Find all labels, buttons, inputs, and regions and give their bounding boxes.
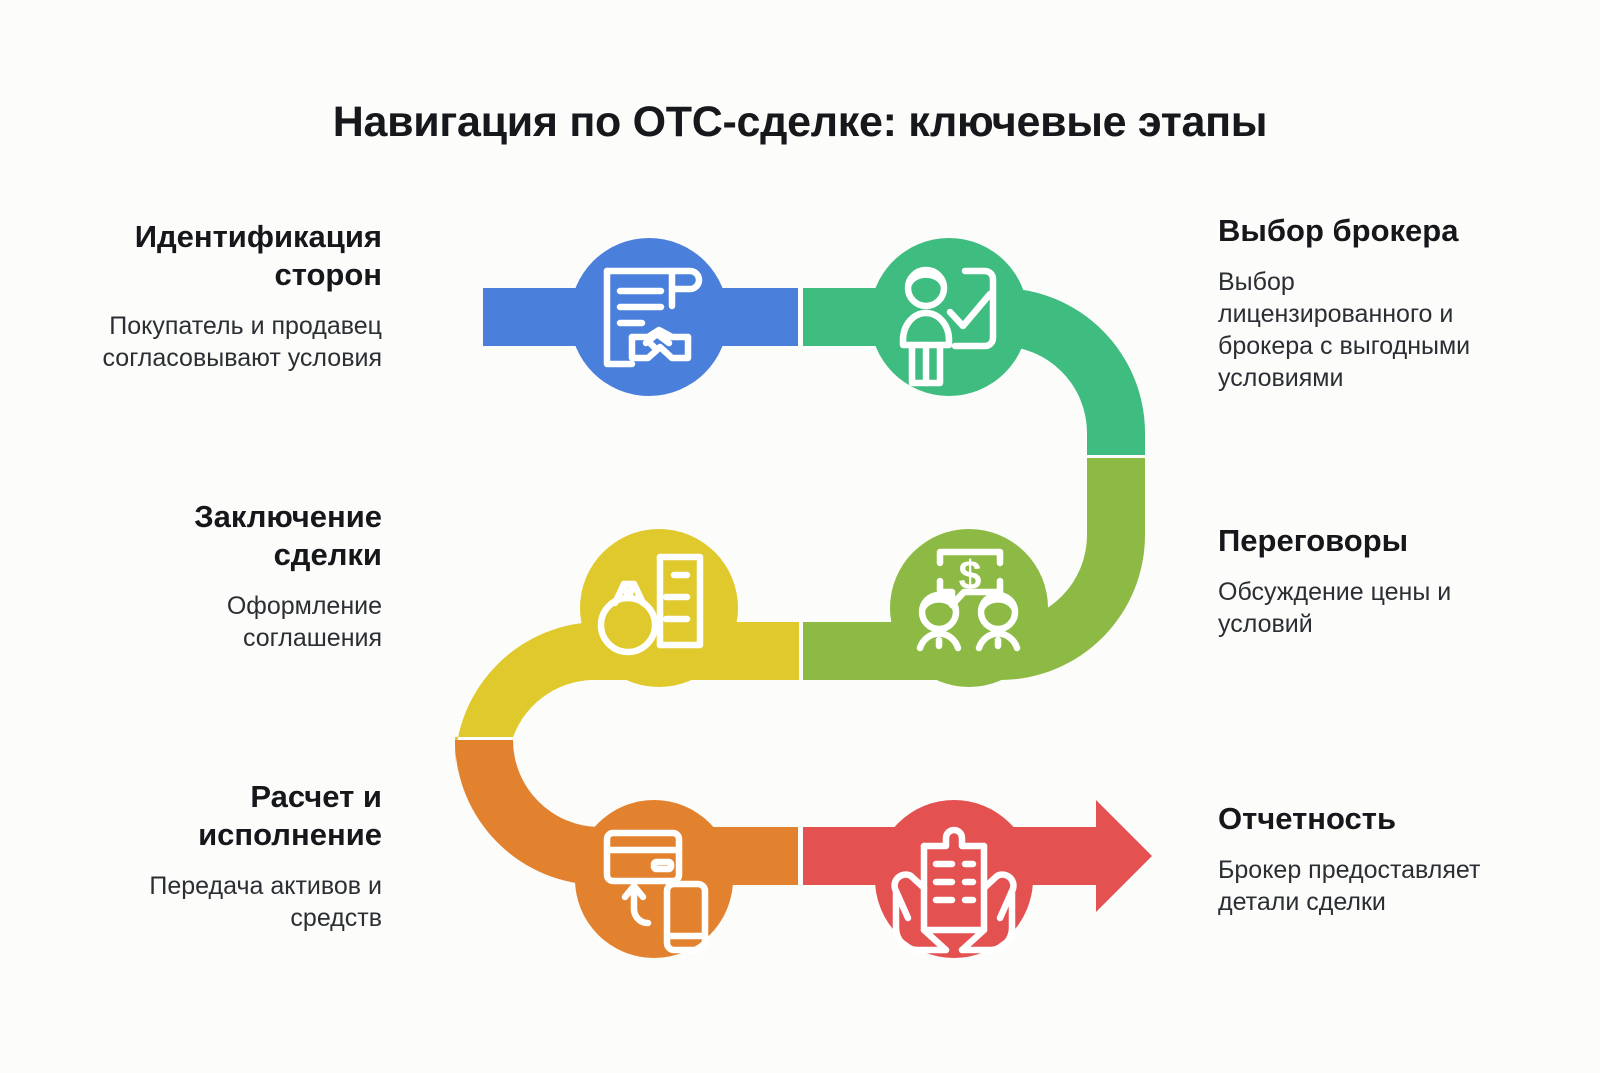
svg-text:$: $ [959, 552, 982, 598]
step-circle-1 [570, 238, 728, 396]
step-text-6: Отчетность Брокер предоставляет детали с… [1218, 800, 1548, 918]
step-text-2: Выбор брокера Выбор лицензированного и б… [1218, 212, 1548, 394]
step-heading-4: Заключение сделки [194, 499, 382, 572]
step-description-4: Оформление соглашения [226, 591, 382, 652]
two-people-dollar-chat-icon: $ [916, 548, 1021, 652]
step-text-5: Расчет и исполнение Передача активов и с… [52, 778, 382, 934]
step-heading-1: Идентификация сторон [134, 219, 382, 292]
step-circle-2 [870, 238, 1028, 396]
step-description-3: Обсуждение цены и условий [1218, 577, 1452, 638]
step-circle-6 [875, 800, 1033, 958]
contract-handshake-icon [603, 267, 703, 368]
step-heading-3: Переговоры [1218, 523, 1409, 558]
step-description-5: Передача активов и средств [149, 871, 382, 932]
person-checkmark-icon [899, 266, 997, 387]
flow-segment-olive-arc [803, 458, 1145, 680]
step-text-1: Идентификация сторон Покупатель и продав… [52, 218, 382, 374]
card-transfer-phone-icon [603, 829, 709, 954]
step-description-6: Брокер предоставляет детали сделки [1218, 855, 1481, 916]
step-heading-2: Выбор брокера [1218, 213, 1459, 248]
step-heading-6: Отчетность [1218, 801, 1397, 836]
step-description-1: Покупатель и продавец согласовывают усло… [102, 311, 382, 372]
seal-document-icon [597, 553, 704, 656]
step-description-2: Выбор лицензированного и брокера с выгод… [1218, 267, 1471, 392]
step-circle-3 [890, 529, 1048, 687]
hands-holding-report-icon [891, 826, 1017, 954]
page-title: Навигация по OTC-сделке: ключевые этапы [332, 98, 1268, 146]
step-text-3: Переговоры Обсуждение цены и условий [1218, 522, 1548, 640]
step-heading-5: Расчет и исполнение [198, 779, 382, 852]
step-text-4: Заключение сделки Оформление соглашения [52, 498, 382, 654]
